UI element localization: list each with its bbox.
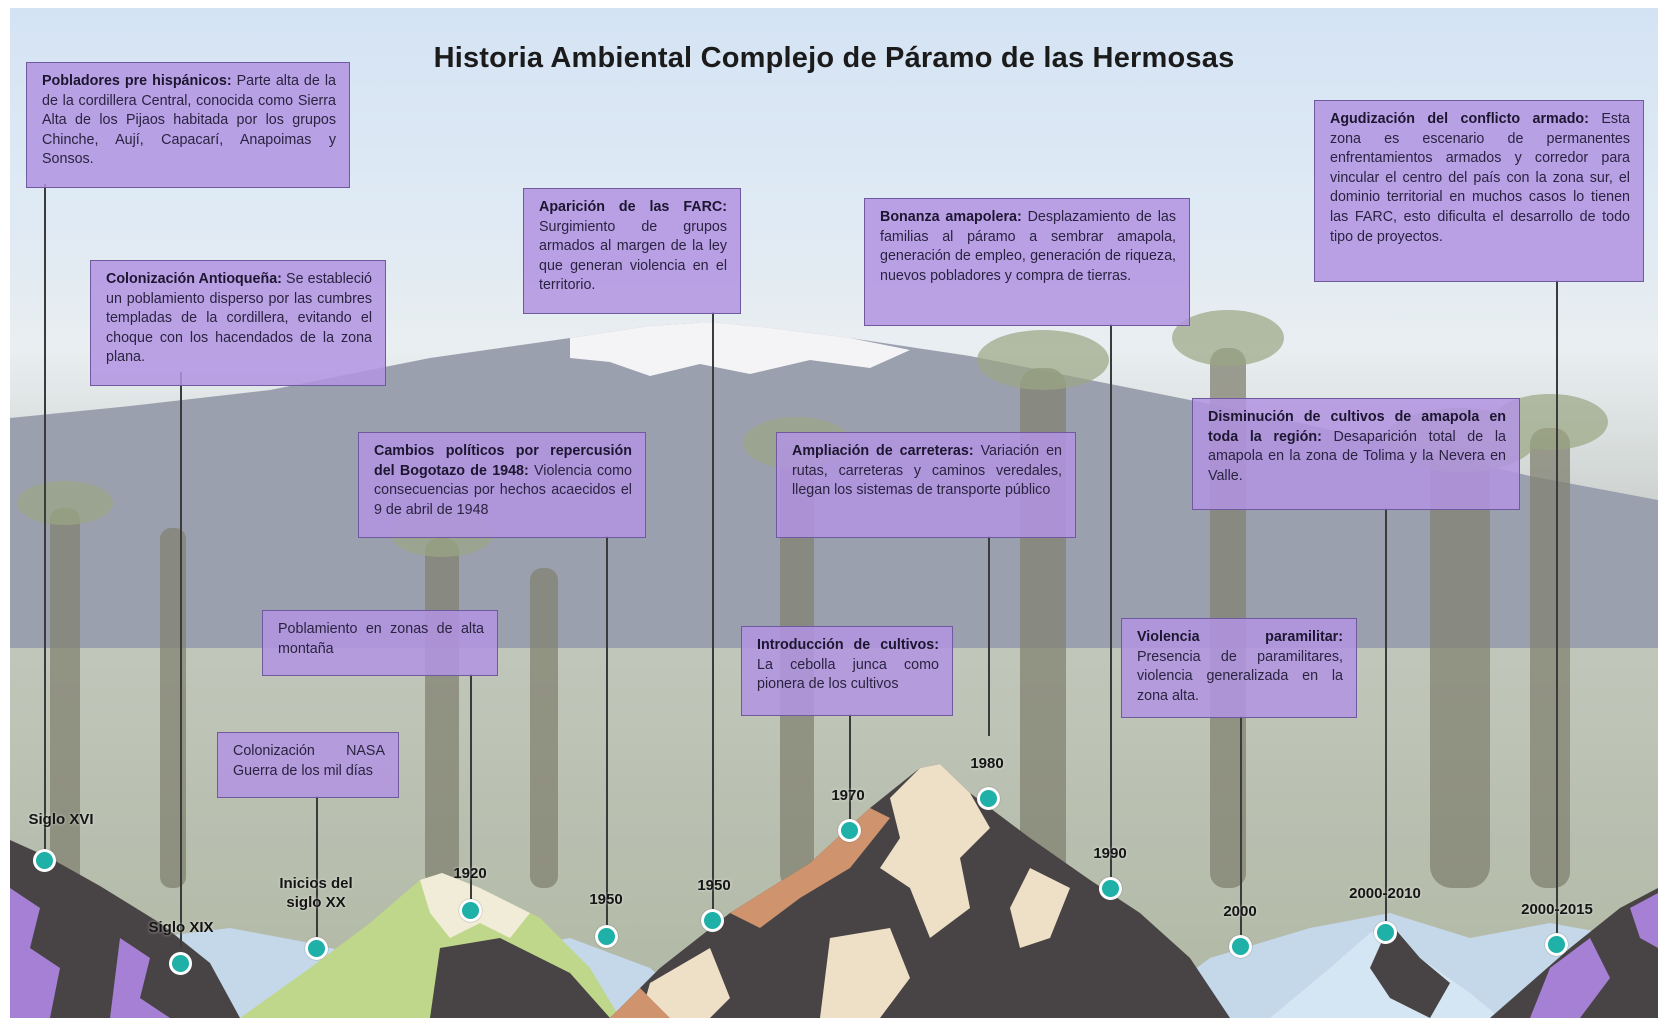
connector-line xyxy=(44,184,46,864)
timeline-marker xyxy=(459,899,482,922)
connector-line xyxy=(1385,508,1387,936)
timeline-marker xyxy=(33,849,56,872)
connector-line xyxy=(606,536,608,940)
connector-line xyxy=(316,796,318,948)
event-box-amapolera: Bonanza amapolera: Desplazamiento de las… xyxy=(864,198,1190,326)
timeline-label: Siglo XVI xyxy=(16,810,106,829)
event-heading: Aparición de las FARC: xyxy=(539,199,727,215)
timeline-label: 1950 xyxy=(684,876,744,895)
event-box-farc: Aparición de las FARC: Surgimiento de gr… xyxy=(523,188,741,314)
event-text: Surgimiento de grupos armados al margen … xyxy=(539,219,727,294)
event-box-poblamiento: Poblamiento en zonas de alta montaña xyxy=(262,610,498,676)
connector-line xyxy=(1556,280,1558,950)
connector-line xyxy=(1110,324,1112,882)
event-box-disminucion: Disminución de cultivos de amapola en to… xyxy=(1192,398,1520,510)
timeline-label: 2000 xyxy=(1210,902,1270,921)
timeline-label: Inicios del siglo XX xyxy=(268,874,364,912)
event-box-antioquena: Colonización Antioqueña: Se estableció u… xyxy=(90,260,386,386)
connector-line xyxy=(180,372,182,948)
timeline-marker xyxy=(1374,921,1397,944)
event-heading: Agudización del conflicto armado: xyxy=(1330,111,1589,127)
timeline-marker xyxy=(977,787,1000,810)
timeline-label: 1970 xyxy=(818,786,878,805)
event-box-nasa: Colonización NASA Guerra de los mil días xyxy=(217,732,399,798)
event-text: Colonización NASA Guerra de los mil días xyxy=(233,743,385,779)
timeline-label: 1950 xyxy=(576,890,636,909)
event-box-carreteras: Ampliación de carreteras: Variación en r… xyxy=(776,432,1076,538)
event-heading: Ampliación de carreteras: xyxy=(792,443,974,459)
event-text: Esta zona es escenario de permanentes en… xyxy=(1330,111,1630,245)
event-text: La cebolla junca como pionera de los cul… xyxy=(757,657,939,693)
timeline-label: 2000-2010 xyxy=(1340,884,1430,903)
event-box-prehispanic: Pobladores pre hispánicos: Parte alta de… xyxy=(26,62,350,188)
event-box-cultivos: Introducción de cultivos: La cebolla jun… xyxy=(741,626,953,716)
event-text: Presencia de paramilitares, violencia ge… xyxy=(1137,649,1343,704)
connector-line xyxy=(712,312,714,918)
timeline-marker xyxy=(701,909,724,932)
event-heading: Pobladores pre hispánicos: xyxy=(42,73,232,89)
timeline-marker xyxy=(1545,933,1568,956)
timeline-marker xyxy=(595,925,618,948)
timeline-label: 2000-2015 xyxy=(1512,900,1602,919)
event-box-bogotazo: Cambios políticos por repercusión del Bo… xyxy=(358,432,646,538)
timeline-label: 1980 xyxy=(957,754,1017,773)
timeline-marker xyxy=(169,952,192,975)
event-heading: Colonización Antioqueña: xyxy=(106,271,282,287)
timeline-label: 1990 xyxy=(1080,844,1140,863)
event-heading: Bonanza amapolera: xyxy=(880,209,1022,225)
event-text: Poblamiento en zonas de alta montaña xyxy=(278,621,484,657)
event-heading: Violencia paramilitar: xyxy=(1137,629,1343,645)
timeline-canvas: Historia Ambiental Complejo de Páramo de… xyxy=(10,8,1658,1018)
timeline-marker xyxy=(305,937,328,960)
connector-line xyxy=(988,536,990,736)
event-heading: Introducción de cultivos: xyxy=(757,637,939,653)
timeline-marker xyxy=(1229,935,1252,958)
timeline-marker xyxy=(1099,877,1122,900)
event-box-agudizacion: Agudización del conflicto armado: Esta z… xyxy=(1314,100,1644,282)
timeline-label: 1920 xyxy=(440,864,500,883)
timeline-label: Siglo XIX xyxy=(136,918,226,937)
timeline-marker xyxy=(838,819,861,842)
event-box-paramilitar: Violencia paramilitar: Presencia de para… xyxy=(1121,618,1357,718)
